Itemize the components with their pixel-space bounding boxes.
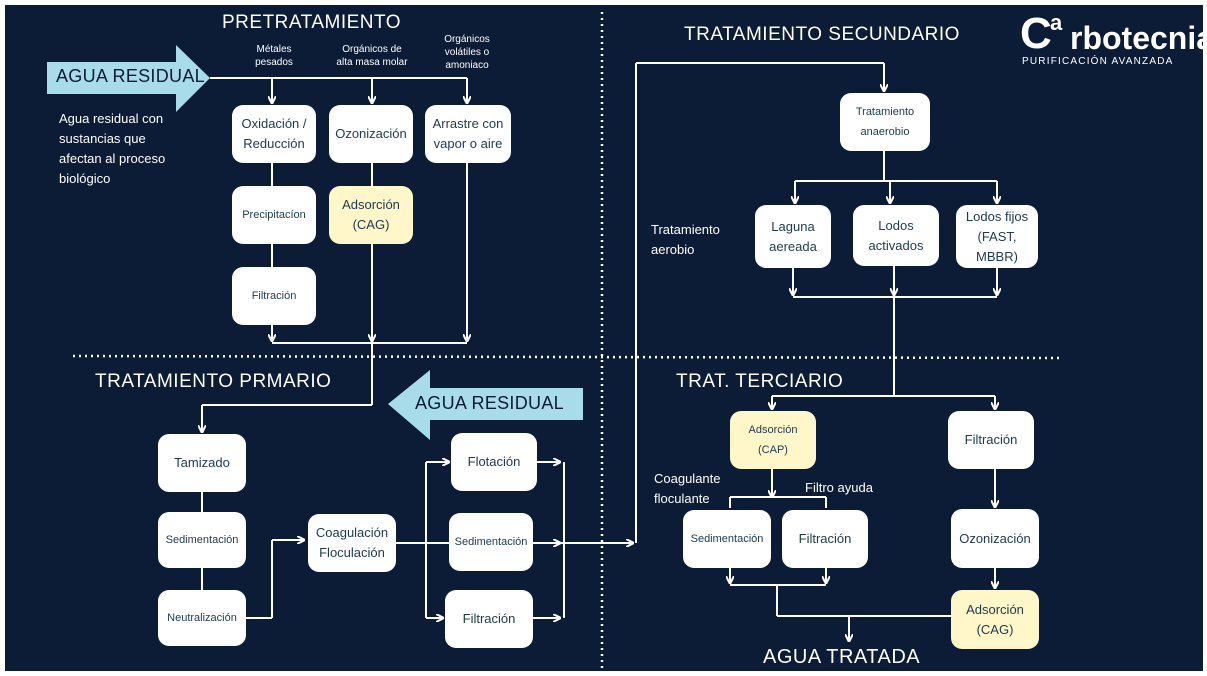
adsorcion-cag-pre-box: Adsorción (CAG) — [329, 186, 413, 244]
title-agua-tratada: AGUA TRATADA — [763, 646, 921, 668]
primario-arrow-label: AGUA RESIDUAL — [415, 393, 564, 413]
organicos-volatiles-annotation: Orgánicos volátiles o amoniaco — [444, 34, 490, 71]
carbotecnia-logo: C a rbotecnia PURIFICACIÓN AVANZADA — [1020, 9, 1207, 70]
ozonizacion-ter-box: Ozonización — [951, 509, 1039, 568]
title-pretratamiento: PRETRATAMIENTO — [222, 12, 402, 33]
lodos-fijos-box: Lodos fijos (FAST, MBBR) — [956, 205, 1038, 268]
laguna-aereada-box: Laguna aereada — [755, 205, 831, 268]
logo-mark: C — [1020, 9, 1052, 58]
title-primario: TRATAMIENTO PRMARIO — [95, 371, 332, 392]
tamizado-box: Tamizado — [158, 434, 246, 492]
logo-superscript: a — [1050, 10, 1063, 35]
neutralizacion-box: Neutralización — [158, 590, 246, 646]
coagulacion-box: Coagulación Floculación — [308, 514, 396, 572]
tratamiento-aerobio-annotation: Tratamiento aerobio — [651, 222, 720, 257]
filtracion-prim-box: Filtración — [445, 590, 533, 648]
filtro-ayuda-annotation: Filtro ayuda — [805, 480, 873, 495]
title-terciario: TRAT. TERCIARIO — [676, 371, 844, 392]
entrada-arrow-shape — [47, 45, 210, 112]
coagulante-annotation: Coagulante floculante — [654, 471, 721, 506]
arrastre-box: Arrastre con vapor o aire — [425, 105, 511, 163]
entrada-arrow-label: AGUA RESIDUAL — [56, 66, 205, 86]
agua-residual-description: Agua residual con sustancias que afectan… — [59, 111, 166, 186]
filtracion-ter1-box: Filtración — [948, 411, 1034, 469]
oxidacion-box: Oxidación / Reducción — [232, 105, 316, 163]
metales-annotation: Métales pesados — [255, 44, 293, 68]
ozonizacion-pre-box: Ozonización — [329, 105, 413, 163]
adsorcion-cap-box: Adsorción (CAP) — [730, 411, 816, 469]
title-secundario: TRATAMIENTO SECUNDARIO — [684, 24, 960, 45]
flotacion-box: Flotación — [451, 433, 537, 491]
organicos-alta-annotation: Orgánicos de alta masa molar — [336, 44, 408, 68]
precipitacion-box: Precipitacíon — [232, 186, 316, 244]
logo-wordmark: rbotecnia — [1070, 20, 1207, 56]
adsorcion-cag-ter-box: Adsorción (CAG) — [951, 590, 1039, 649]
primario-arrow-shape — [388, 370, 583, 440]
filtracion-pre-box: Filtración — [232, 267, 316, 325]
sedimentacion-ter-box: Sedimentación — [683, 510, 771, 568]
lodos-activados-box: Lodos activados — [853, 205, 939, 266]
sedimentacion-prim-box: Sedimentación — [158, 512, 246, 568]
filtracion-ter2-box: Filtración — [782, 510, 868, 568]
logo-tagline: PURIFICACIÓN AVANZADA — [1022, 56, 1174, 67]
tratamiento-anaerobio-box: Tratamiento anaerobio — [840, 93, 930, 151]
sedimentacion-prim2-box: Sedimentación — [449, 513, 533, 571]
